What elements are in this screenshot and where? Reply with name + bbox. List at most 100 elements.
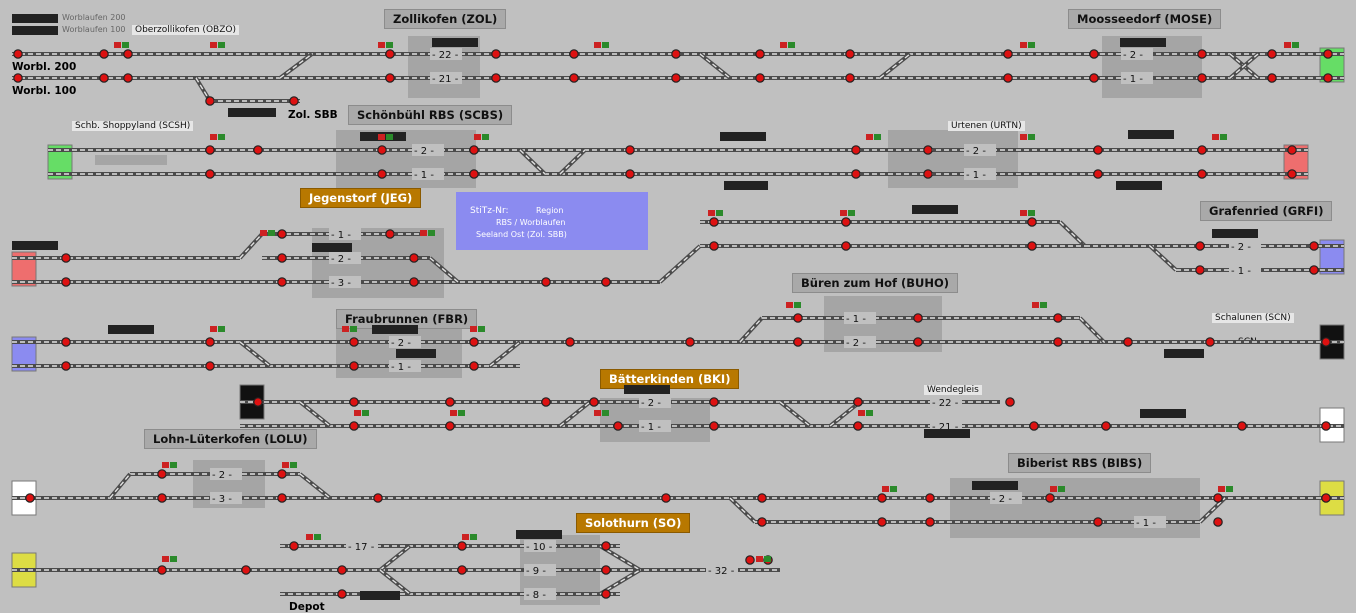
lamp-indicator (866, 134, 873, 140)
stitz-row-rbs: RBS / Worblaufen (496, 218, 566, 227)
signal-light (845, 49, 855, 59)
track-number-plate (1229, 264, 1261, 276)
signal-light (445, 421, 455, 431)
track-number-plate (210, 468, 242, 480)
signal-light (1287, 169, 1297, 179)
track-number: - 2 - (846, 338, 866, 349)
track-segment-inner (239, 341, 271, 367)
block-indicator (1212, 229, 1258, 238)
lamp-indicator (314, 534, 321, 540)
track-segment-inner (299, 473, 331, 499)
track-number: - 10 - (526, 542, 553, 553)
stitz-row-region: Region (536, 206, 564, 215)
signal-light (1003, 73, 1013, 83)
signal-light (569, 73, 579, 83)
lamp-indicator (602, 42, 609, 48)
signal-light (1003, 49, 1013, 59)
signal-light (349, 337, 359, 347)
lamp-indicator (716, 210, 723, 216)
signal-light (925, 493, 935, 503)
signal-light (1205, 337, 1215, 347)
signal-light (385, 49, 395, 59)
track-number: - 1 - (846, 314, 866, 325)
lamp-indicator (858, 410, 865, 416)
lamp-indicator (282, 462, 289, 468)
signal-light (205, 169, 215, 179)
signal-light (923, 145, 933, 155)
signal-light (569, 49, 579, 59)
lamp-indicator (378, 42, 385, 48)
block-indicator (1120, 38, 1166, 47)
signal-light (1287, 145, 1297, 155)
signal-light (541, 277, 551, 287)
lamp-indicator (420, 230, 427, 236)
track-number-plate (389, 336, 421, 348)
track-number: - 22 - (432, 50, 459, 61)
signal-light (1197, 145, 1207, 155)
label-depot: Depot (289, 601, 325, 613)
lamp-indicator (890, 486, 897, 492)
signal-light (13, 49, 23, 59)
lamp-indicator (170, 462, 177, 468)
signal-light (685, 337, 695, 347)
signal-light (709, 397, 719, 407)
block-indicator (1116, 181, 1162, 190)
track-number-plate (844, 336, 876, 348)
block-indicator (108, 325, 154, 334)
signal-light (253, 397, 263, 407)
signal-light (277, 253, 287, 263)
signal-light (601, 277, 611, 287)
lamp-indicator (350, 326, 357, 332)
lamp-indicator (1032, 302, 1039, 308)
track-segment-inner (379, 569, 411, 595)
lamp-indicator (474, 134, 481, 140)
track-number-plate (346, 540, 378, 552)
label-schb-shoppyland: Schb. Shoppyland (SCSH) (72, 121, 194, 131)
track-number-plate (1121, 72, 1153, 84)
track-number: - 32 - (708, 566, 735, 577)
block-indicator (360, 591, 400, 600)
track-number: - 9 - (526, 566, 546, 577)
track-segment-inner (1079, 317, 1105, 343)
station-grafenried: Grafenried (GRFI) (1200, 201, 1333, 221)
track-number: - 2 - (966, 146, 986, 157)
lamp-indicator (114, 42, 121, 48)
lamp-indicator (756, 556, 763, 562)
block-indicator (624, 385, 670, 394)
signal-light (1237, 421, 1247, 431)
signal-light (205, 96, 215, 106)
track-number-plate (930, 396, 962, 408)
signal-light (289, 96, 299, 106)
signal-light (349, 421, 359, 431)
signal-light (205, 337, 215, 347)
lamp-indicator (268, 230, 275, 236)
lamp-indicator (210, 134, 217, 140)
signal-light (385, 229, 395, 239)
label-worblaufen-200: Worblaufen 200 (62, 13, 126, 22)
track-number: - 1 - (1123, 74, 1143, 85)
signal-light (1197, 73, 1207, 83)
signal-light (491, 73, 501, 83)
lamp-indicator (470, 534, 477, 540)
lamp-indicator (462, 534, 469, 540)
lamp-indicator (594, 42, 601, 48)
track-segment-inner (739, 317, 763, 343)
signal-light (1027, 241, 1037, 251)
track-number-plate (430, 48, 462, 60)
track-number: - 1 - (414, 170, 434, 181)
track-segment-inner (195, 77, 211, 102)
track-segment-inner (559, 149, 586, 175)
signal-light (671, 73, 681, 83)
station-bueren-zum-hof: Büren zum Hof (BUHO) (792, 273, 959, 293)
lamp-indicator (458, 410, 465, 416)
signal-light (923, 169, 933, 179)
platform-scsh (95, 155, 167, 165)
signal-light (457, 541, 467, 551)
stitz-title: StiTz-Nr: (470, 206, 509, 216)
block-indicator (1140, 409, 1186, 418)
lamp-indicator (306, 534, 313, 540)
block-indicator (12, 241, 58, 250)
signal-light (853, 421, 863, 431)
signal-light (277, 469, 287, 479)
signal-light (671, 49, 681, 59)
